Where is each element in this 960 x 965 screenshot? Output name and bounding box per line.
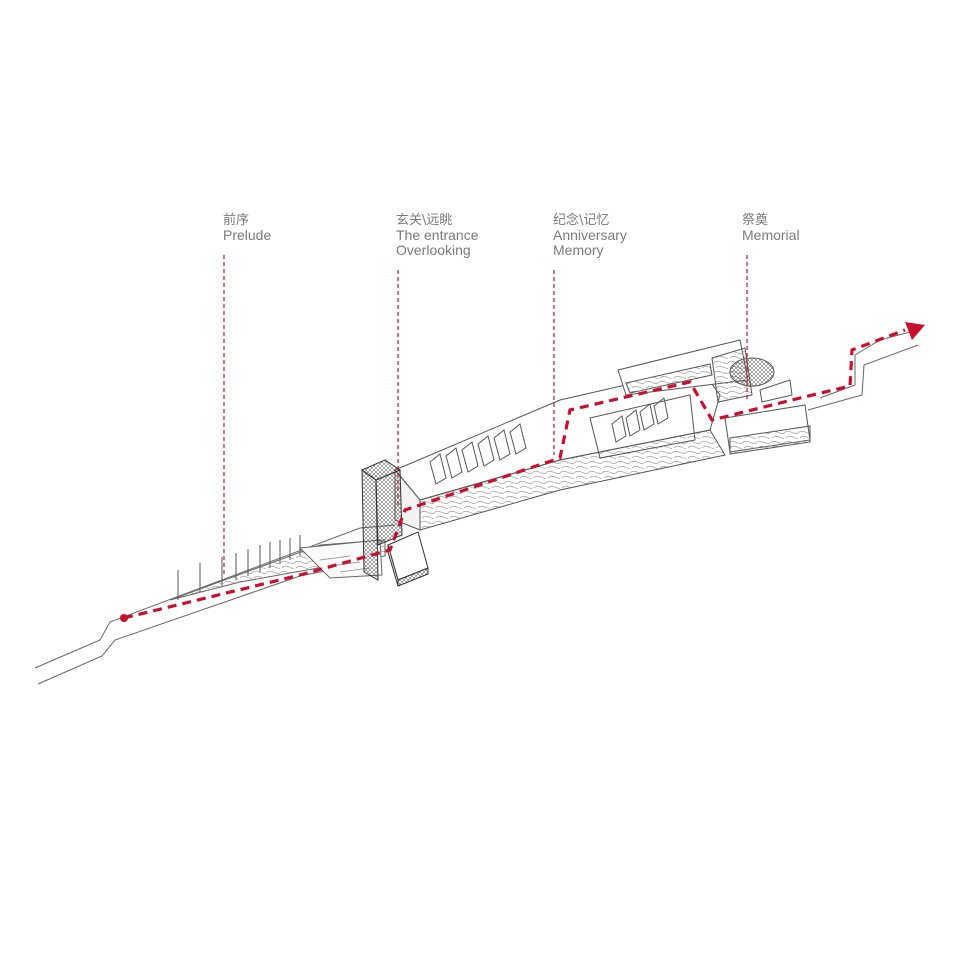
label-memorial: 祭奠 Memorial — [742, 213, 800, 243]
memorial-area — [617, 339, 811, 455]
label-anniversary: 纪念\记忆 Anniversary Memory — [553, 213, 627, 258]
label-entrance: 玄关\远眺 The entrance Overlooking — [396, 213, 479, 258]
label-prelude-en: Prelude — [223, 227, 272, 243]
label-entrance-en-2: Overlooking — [396, 242, 471, 258]
route-arrow — [905, 322, 925, 340]
prelude-ramp — [169, 539, 386, 601]
label-memorial-en: Memorial — [742, 227, 800, 243]
leader-lines — [223, 255, 748, 575]
visitor-route — [120, 322, 925, 622]
entrance-pavilion — [360, 459, 429, 587]
label-entrance-en-1: The entrance — [396, 227, 479, 243]
label-entrance-zh: 玄关\远眺 — [396, 213, 453, 228]
anniversary-wall — [394, 367, 726, 531]
label-anniversary-en-1: Anniversary — [553, 227, 627, 243]
label-prelude-zh: 前序 — [223, 213, 250, 228]
label-prelude: 前序 Prelude — [223, 213, 271, 243]
label-anniversary-en-2: Memory — [553, 242, 604, 258]
label-memorial-zh: 祭奠 — [742, 213, 769, 228]
label-anniversary-zh: 纪念\记忆 — [553, 213, 610, 228]
